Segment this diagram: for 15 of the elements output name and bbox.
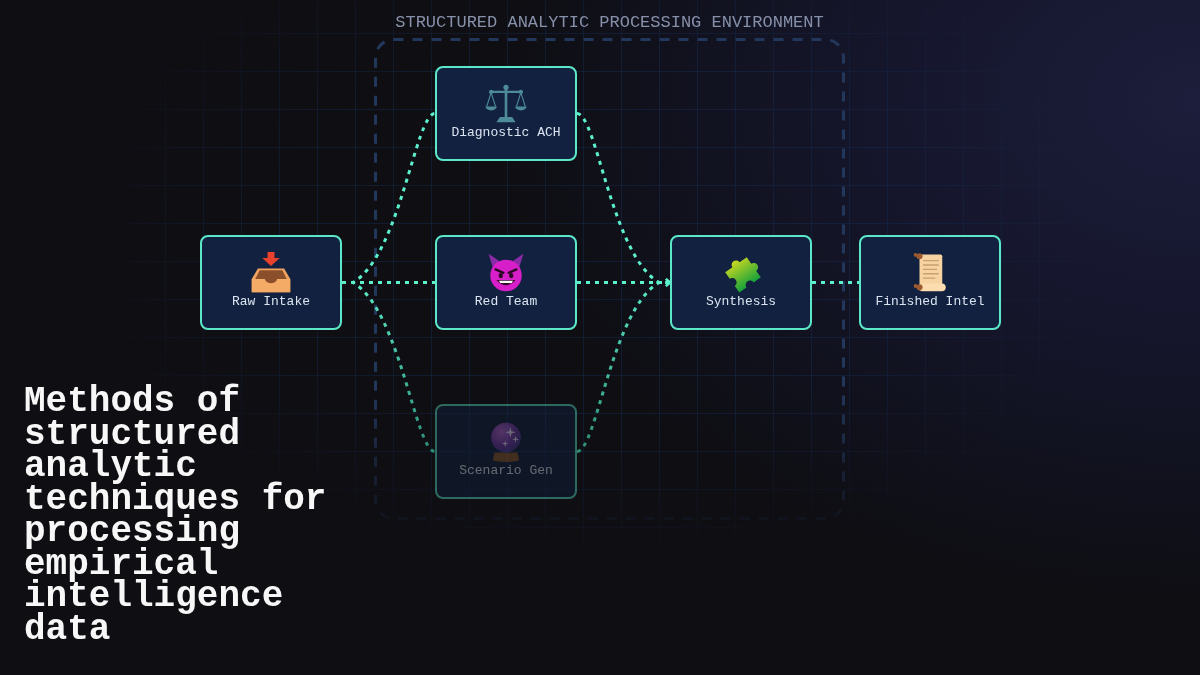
node-label: Finished Intel [875, 294, 985, 310]
process-box [435, 404, 577, 499]
connector-line [812, 281, 859, 284]
node-label: Raw Intake [232, 294, 310, 310]
group-heading: STRUCTURED ANALYTIC PROCESSING ENVIRONMENT [394, 13, 825, 33]
node-label: Scenario Gen [459, 463, 553, 479]
node-label: Synthesis [705, 294, 777, 310]
process-box [670, 235, 812, 330]
process-box [200, 235, 342, 330]
arrow [576, 277, 672, 453]
node-label: Red Team [474, 294, 538, 310]
process-box [435, 66, 577, 161]
process-box [435, 235, 577, 330]
node-label: Diagnostic ACH [451, 125, 561, 141]
process-box [859, 235, 1001, 330]
